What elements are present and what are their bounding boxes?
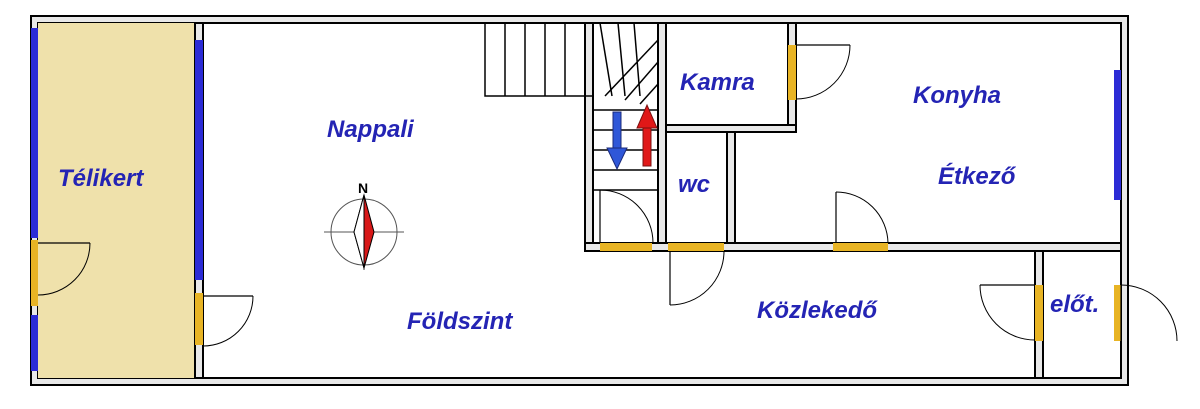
room-label-elot: előt.: [1050, 291, 1099, 318]
room-label-kamra: Kamra: [680, 69, 755, 96]
floor-label-foldszint: Földszint: [407, 308, 513, 335]
windows: [31, 28, 1121, 371]
compass-icon: N: [324, 180, 404, 270]
winter-garden-floor: [38, 23, 195, 378]
down-arrow-icon: [606, 111, 628, 171]
up-arrow-icon: [636, 103, 658, 167]
room-label-kozlekedo: Közlekedő: [757, 297, 878, 324]
room-label-konyha: Konyha: [913, 82, 1001, 109]
doors: [31, 44, 1178, 347]
compass-north-label: N: [358, 180, 368, 196]
outer-walls: [30, 15, 1129, 386]
room-label-etkezo: Étkező: [938, 162, 1017, 190]
room-label-wc: wc: [678, 171, 710, 198]
room-label-telikert: Télikert: [58, 165, 144, 192]
room-label-nappali: Nappali: [327, 116, 415, 143]
